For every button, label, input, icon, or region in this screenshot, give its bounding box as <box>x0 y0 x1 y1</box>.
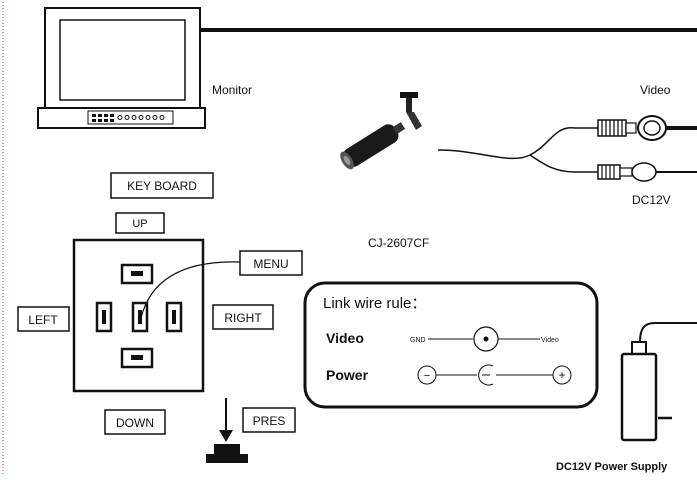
link-rule-title: Link wire rule： <box>323 295 426 312</box>
camera-model-label: CJ-2607CF <box>368 236 429 250</box>
monitor-label: Monitor <box>212 83 252 97</box>
minus-terminal-icon: − <box>417 365 437 385</box>
monitor-icon <box>37 7 206 129</box>
svg-text:+: + <box>558 368 565 382</box>
monitor-controls <box>92 114 165 122</box>
up-label-box <box>115 212 165 234</box>
video-connector-icon <box>597 115 697 141</box>
press-button-icon[interactable] <box>206 444 248 463</box>
down-label: DOWN <box>116 416 154 430</box>
video-label-top: Video <box>640 83 671 97</box>
plus-terminal-icon: + <box>552 365 572 385</box>
link-rule-video-label: Video <box>326 330 364 346</box>
link-rule-video-end: Video <box>541 337 559 344</box>
left-label-box <box>17 306 70 332</box>
dc-connector-icon <box>597 162 697 182</box>
power-supply-label: DC12V Power Supply <box>556 461 668 473</box>
link-rule-gnd: GND <box>410 337 426 344</box>
right-label-box <box>212 304 274 330</box>
keyboard-title-box <box>110 172 214 199</box>
left-label: LEFT <box>28 313 58 327</box>
press-label-box <box>242 407 296 433</box>
keyboard-title: KEY BOARD <box>127 179 197 193</box>
menu-label-box <box>239 250 303 276</box>
link-rule-power-label: Power <box>326 367 369 383</box>
dc-plug-icon <box>478 364 494 386</box>
up-label: UP <box>132 218 147 230</box>
svg-text:−: − <box>424 370 430 382</box>
key-left-button[interactable] <box>95 301 113 333</box>
dc12v-label: DC12V <box>632 193 671 207</box>
key-down-button[interactable] <box>120 347 154 369</box>
link-rule-box <box>303 281 599 409</box>
press-label: PRES <box>253 414 286 428</box>
down-label-box <box>104 409 166 435</box>
camera-video-wire <box>437 127 598 160</box>
menu-label: MENU <box>253 257 288 271</box>
menu-callout-line <box>140 261 241 319</box>
camera-power-wire <box>529 154 598 173</box>
power-supply-cable <box>639 322 697 343</box>
right-label: RIGHT <box>224 311 262 325</box>
power-supply-icon <box>620 341 672 442</box>
key-right-button[interactable] <box>165 301 183 333</box>
coax-connector-icon <box>473 326 499 352</box>
press-arrow-icon <box>219 398 233 442</box>
camera-icon <box>340 92 422 170</box>
key-up-button[interactable] <box>120 263 154 285</box>
